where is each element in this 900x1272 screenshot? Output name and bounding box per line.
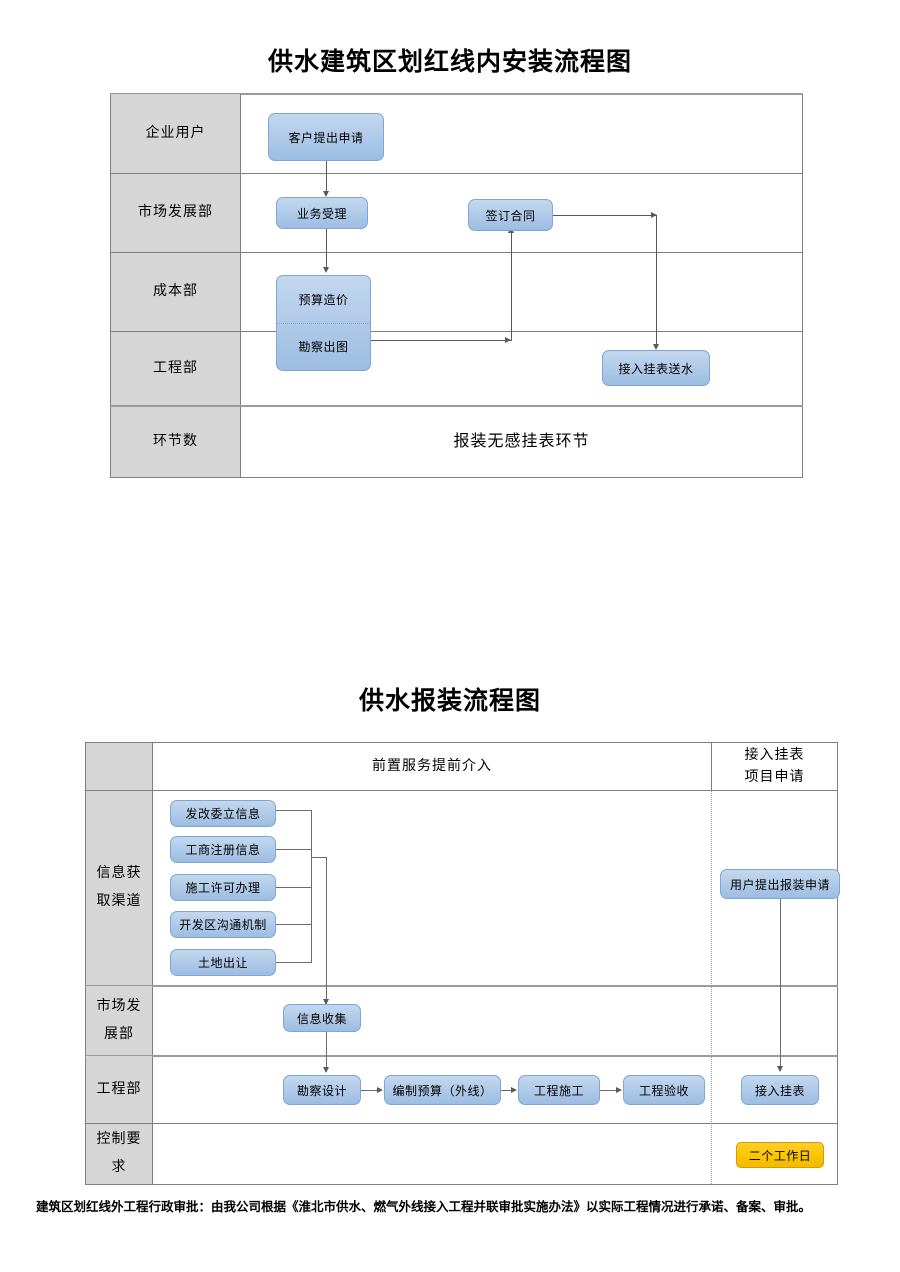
d1-row-sep-4 <box>110 405 803 407</box>
d1-row-label-market-dev: 市场发展部 <box>111 174 240 252</box>
d2-row-sep-2 <box>85 1055 838 1057</box>
d1-arrow-contract-right <box>651 211 657 218</box>
d1-conn-contract-down-to-connect <box>656 215 657 348</box>
d2-conn-eng-2-to-3 <box>600 1090 617 1091</box>
d2-arrow-eng-1-to-2 <box>511 1086 517 1093</box>
d2-box-connect-meter[interactable]: 接入挂表 <box>741 1075 819 1105</box>
d2-conn-bus-down-to-collect <box>326 857 327 1004</box>
d2-conn-user-apply-to-connect <box>780 899 781 1071</box>
d2-conn-source-0-stub <box>276 810 311 811</box>
d1-arrow-into-connect <box>652 344 659 350</box>
d1-arrow-accept-to-budget <box>322 267 329 273</box>
d1-arrow-apply-to-accept <box>322 191 329 197</box>
d2-conn-source-4-stub <box>276 962 311 963</box>
d2-box-info-source-3[interactable]: 开发区沟通机制 <box>170 911 276 938</box>
d2-row-label-market-dev: 市场发 展部 <box>86 986 152 1055</box>
d1-conn-survey-right <box>371 340 511 341</box>
d1-box-budget-cost-label: 预算造价 <box>277 276 370 324</box>
d1-conn-accept-to-budget <box>326 229 327 269</box>
d2-row-label-market-dev-line2: 展部 <box>104 1026 134 1042</box>
d2-conn-source-2-stub <box>276 887 311 888</box>
d1-conn-survey-up-to-contract <box>511 231 512 341</box>
d1-border-left <box>110 94 111 478</box>
d1-summary-text: 报装无感挂表环节 <box>453 433 590 450</box>
d1-row-sep-2 <box>110 252 803 253</box>
d1-border-right <box>802 94 803 478</box>
d2-badge-control-days[interactable]: 二个工作日 <box>736 1142 824 1168</box>
d1-box-sign-contract[interactable]: 签订合同 <box>468 199 553 231</box>
d2-conn-source-1-stub <box>276 849 311 850</box>
d2-conn-bus-jog <box>311 857 326 858</box>
d1-row-sep-3 <box>110 331 803 332</box>
d2-box-engineering-3[interactable]: 工程验收 <box>623 1075 705 1105</box>
d2-row-label-control-requirement: 控制要 求 <box>86 1124 152 1184</box>
d1-box-customer-apply[interactable]: 客户提出申请 <box>268 113 384 161</box>
d1-row-label-step-count: 环节数 <box>111 407 240 477</box>
d2-row-label-info-channels-line1: 信息获 <box>96 866 142 881</box>
d2-row-label-info-channels-line2: 取渠道 <box>96 894 142 909</box>
d1-box-survey-drawing-label: 勘察出图 <box>298 340 349 355</box>
d1-box-business-accept[interactable]: 业务受理 <box>276 197 368 229</box>
d2-conn-source-bus <box>311 810 312 963</box>
diagram1-title: 供水建筑区划红线内安装流程图 <box>267 49 632 76</box>
d2-conn-eng-0-to-1 <box>361 1090 378 1091</box>
d2-box-engineering-1[interactable]: 编制预算（外线） <box>384 1075 501 1105</box>
d2-border-left <box>85 742 86 1185</box>
d2-box-engineering-0[interactable]: 勘察设计 <box>283 1075 361 1105</box>
d2-arrow-eng-0-to-1 <box>377 1086 383 1093</box>
d2-arrow-into-collect <box>322 999 329 1005</box>
d2-vertical-dotted-divider <box>711 790 713 1184</box>
d2-conn-source-3-stub <box>276 924 311 925</box>
d2-row-label-control-requirement-line2: 求 <box>111 1160 127 1175</box>
d2-header-right-col: 接入挂表 项目申请 <box>712 743 837 790</box>
d2-box-info-source-1[interactable]: 工商注册信息 <box>170 836 276 863</box>
d1-row-label-cost-dept: 成本部 <box>111 253 240 331</box>
d2-conn-eng-1-to-2 <box>501 1090 512 1091</box>
d1-border-bottom <box>110 477 803 478</box>
d2-border-right <box>837 742 838 1185</box>
d2-border-top <box>85 742 838 743</box>
d2-arrow-into-survey <box>322 1067 329 1073</box>
d2-label-column-divider <box>152 742 153 1185</box>
d1-box-budget-survey[interactable]: 预算造价 勘察出图 <box>276 275 371 371</box>
d2-header-right-col-divider <box>711 742 712 790</box>
d1-box-connect-meter-water[interactable]: 接入挂表送水 <box>602 350 710 386</box>
d2-row-label-info-channels: 信息获 取渠道 <box>86 791 152 985</box>
d1-label-column-divider <box>240 94 241 478</box>
d2-header-right-col-line1: 接入挂表 <box>744 747 805 763</box>
d1-conn-contract-right <box>553 215 657 216</box>
d2-row-label-market-dev-line1: 市场发 <box>96 998 142 1014</box>
d2-arrow-into-connect-meter <box>776 1066 783 1072</box>
d2-header-corner <box>86 743 152 790</box>
d1-row-label-engineering-dept: 工程部 <box>111 332 240 405</box>
d2-row-sep-3 <box>85 1123 838 1124</box>
diagram2-title: 供水报装流程图 <box>358 688 541 715</box>
d2-header-right-col-line2: 项目申请 <box>744 769 805 785</box>
d2-border-bottom <box>85 1184 838 1185</box>
d2-row-label-control-requirement-line1: 控制要 <box>96 1132 142 1147</box>
document-footnote: 建筑区划红线外工程行政审批：由我公司根据《淮北市供水、燃气外线接入工程并联审批实… <box>36 1200 812 1214</box>
d1-conn-apply-to-accept <box>326 161 327 193</box>
d2-arrow-eng-2-to-3 <box>616 1086 622 1093</box>
d2-header-left-col: 前置服务提前介入 <box>372 758 492 774</box>
d2-box-info-source-0[interactable]: 发改委立信息 <box>170 800 276 827</box>
d1-border-top <box>110 93 803 95</box>
d1-row-sep-1 <box>110 173 803 174</box>
d2-box-info-collect[interactable]: 信息收集 <box>283 1004 361 1032</box>
d2-row-sep-header <box>85 790 838 791</box>
d1-arrow-survey-right <box>505 336 511 343</box>
d1-row-label-enterprise-user: 企业用户 <box>111 94 240 173</box>
d2-row-label-engineering-dept: 工程部 <box>86 1056 152 1123</box>
d2-box-info-source-2[interactable]: 施工许可办理 <box>170 874 276 901</box>
d2-box-user-apply[interactable]: 用户提出报装申请 <box>720 869 840 899</box>
d2-box-info-source-4[interactable]: 土地出让 <box>170 949 276 976</box>
d2-conn-collect-to-survey <box>326 1032 327 1072</box>
d2-box-engineering-2[interactable]: 工程施工 <box>518 1075 600 1105</box>
d2-row-sep-1 <box>85 985 838 987</box>
